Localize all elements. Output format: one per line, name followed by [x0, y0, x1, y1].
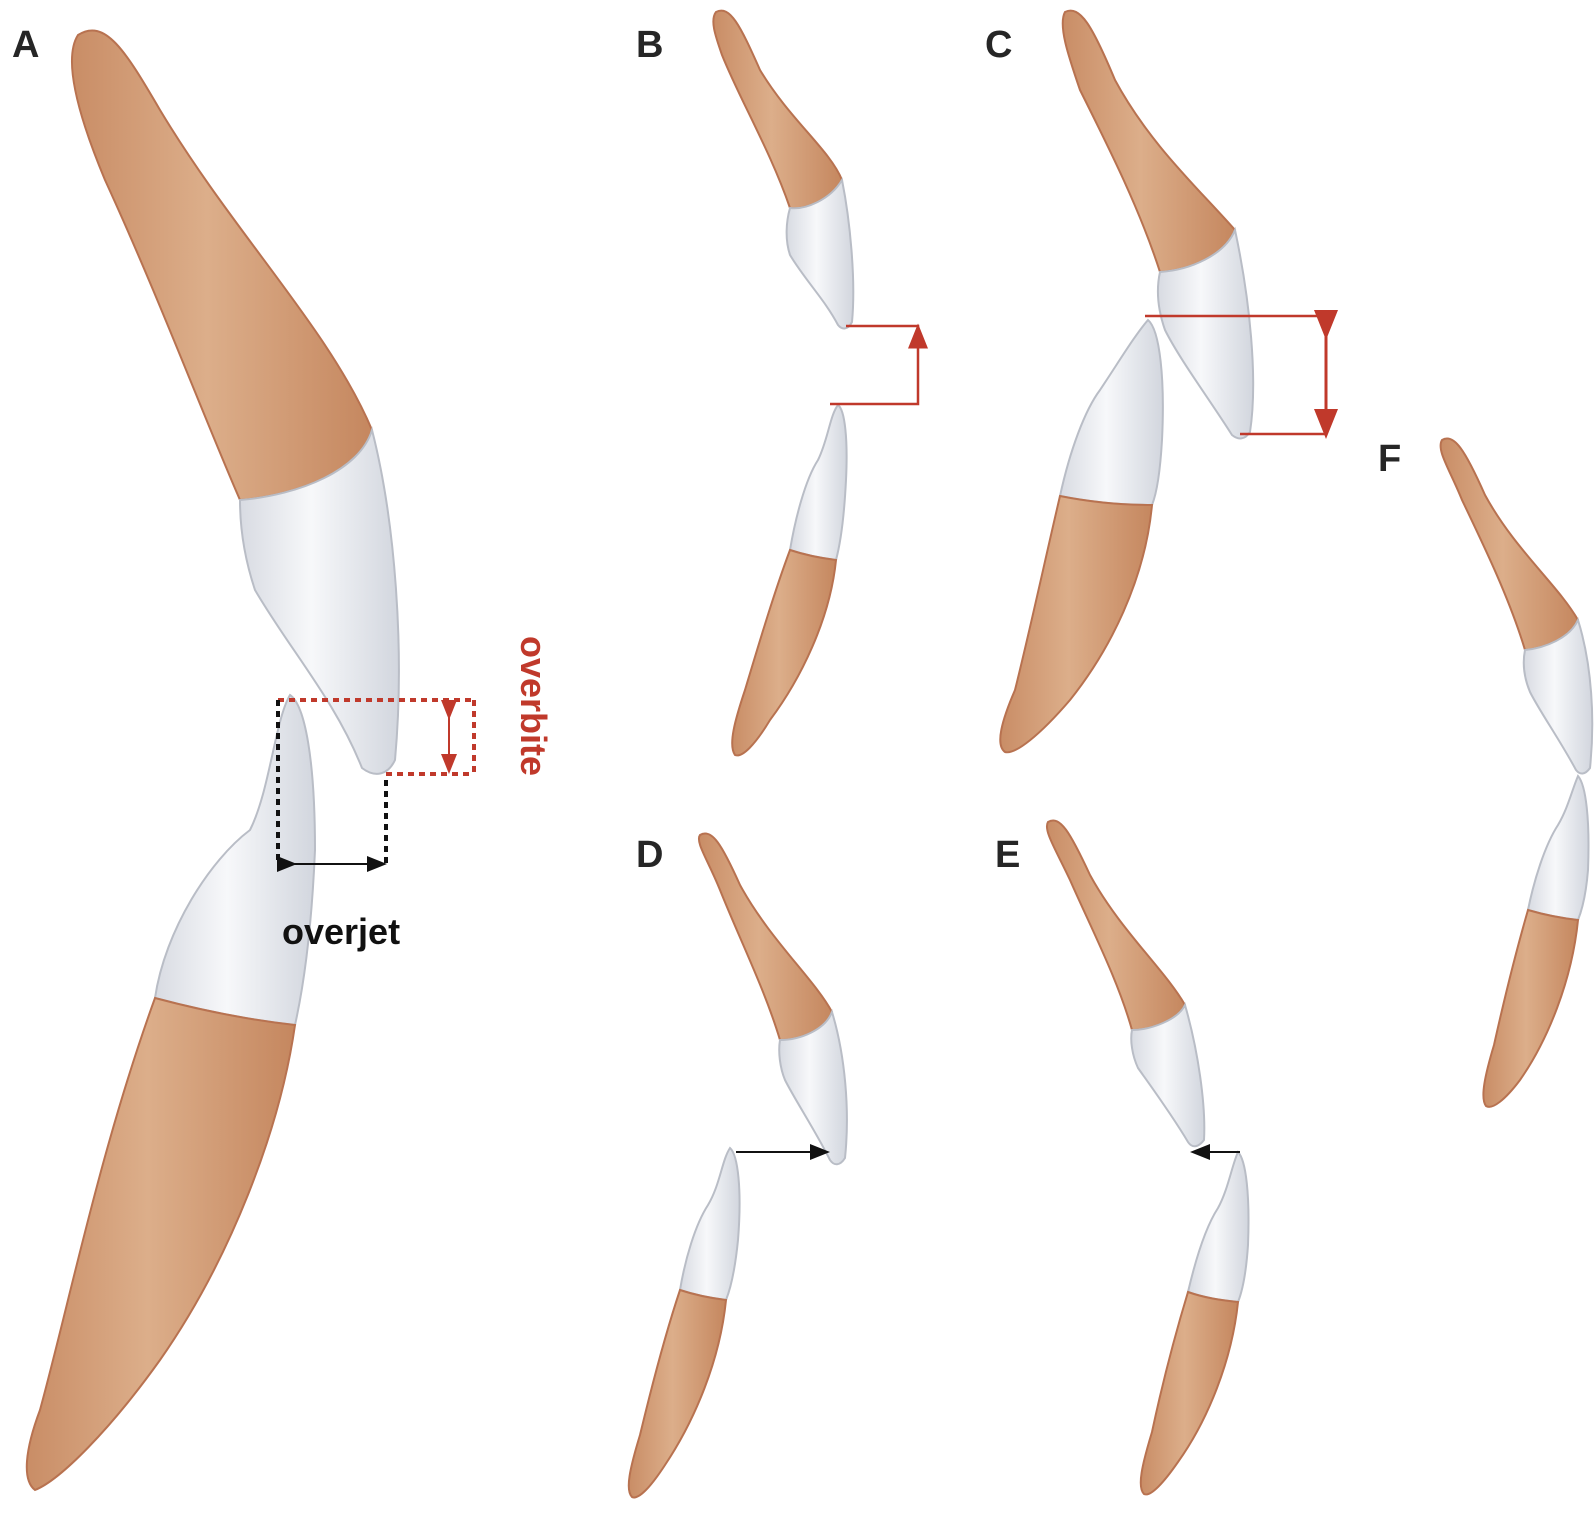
panel-b-open-bite-bracket	[830, 324, 920, 406]
panel-e-upper-root	[1045, 819, 1187, 1032]
panel-b-upper-root	[712, 9, 844, 210]
panel-a-lower-root	[25, 996, 297, 1492]
overjet-label: overjet	[282, 911, 401, 952]
panel-b-lower-crown	[788, 403, 848, 562]
panel-label-d: D	[636, 834, 664, 876]
panel-f-upper-root	[1439, 437, 1580, 652]
panel-c-lower-crown	[1058, 318, 1164, 507]
panel-label-a: A	[12, 24, 40, 66]
panel-d-teeth	[627, 832, 848, 1499]
panel-a-teeth	[25, 29, 476, 1492]
panel-f-upper-crown	[1522, 617, 1594, 775]
panel-a-lower-crown	[153, 693, 317, 1027]
panel-d-lower-root	[627, 1288, 728, 1499]
panel-label-e: E	[995, 834, 1021, 876]
panel-c-teeth	[999, 9, 1338, 754]
panel-label-c: C	[985, 24, 1013, 66]
panel-e-lower-crown	[1186, 1150, 1250, 1304]
panel-d-upper-root	[697, 832, 834, 1042]
panel-d-upper-crown	[778, 1008, 848, 1166]
panel-c-lower-root	[999, 494, 1154, 754]
panel-label-b: B	[636, 24, 664, 66]
panel-c-upper-root	[1061, 9, 1237, 274]
panel-f-teeth	[1439, 437, 1594, 1108]
panel-c-upper-crown	[1156, 226, 1255, 440]
panel-f-lower-root	[1482, 908, 1580, 1108]
panel-a-upper-crown	[238, 426, 400, 775]
panel-e-teeth	[1045, 819, 1250, 1496]
panel-b-lower-root	[731, 548, 838, 757]
panel-d-lower-crown	[678, 1146, 741, 1302]
panel-label-f: F	[1378, 438, 1402, 480]
overbite-label: overbite	[513, 636, 554, 777]
panel-e-lower-root	[1139, 1290, 1240, 1496]
panel-a-upper-root	[71, 29, 374, 502]
panel-b-teeth	[712, 9, 928, 757]
panel-f-lower-crown	[1526, 774, 1590, 922]
